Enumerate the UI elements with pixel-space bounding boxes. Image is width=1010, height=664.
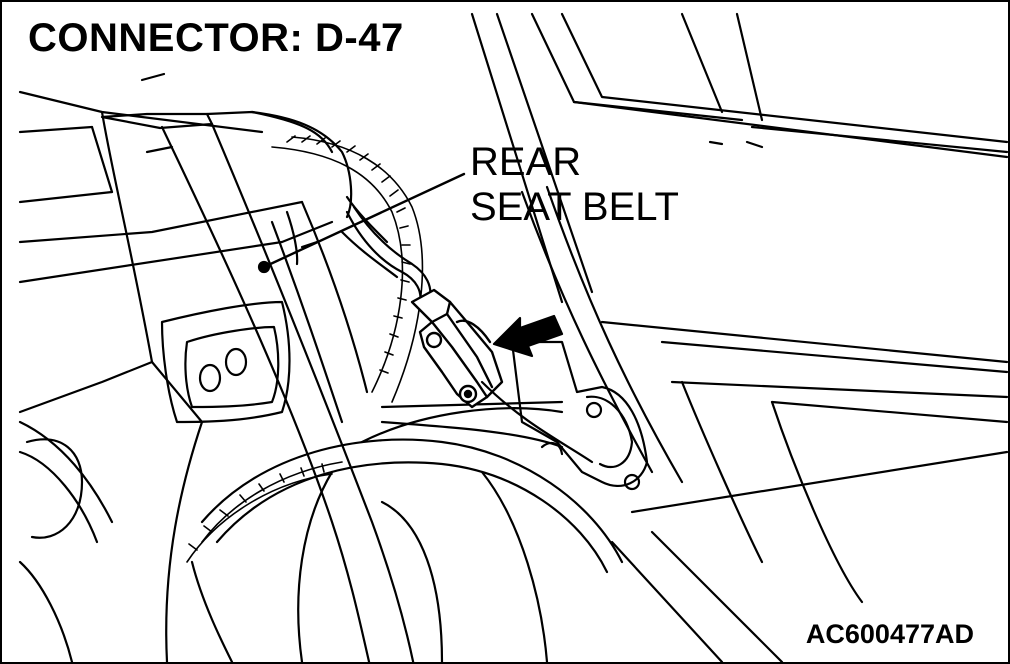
seat-belt-webbing bbox=[100, 110, 415, 662]
pillar-seal-band bbox=[186, 135, 424, 563]
connector-bracket bbox=[480, 340, 649, 491]
c-pillar-trim bbox=[520, 185, 1008, 662]
connector-title: CONNECTOR: D-47 bbox=[24, 14, 412, 62]
connector-d47 bbox=[410, 288, 504, 409]
locator-arrow bbox=[492, 314, 564, 358]
left-trim-panels bbox=[18, 90, 369, 662]
callout-leader bbox=[257, 172, 466, 274]
part-callout-label: REAR SEAT BELT bbox=[470, 140, 679, 230]
detail-ticks bbox=[140, 72, 166, 82]
callout-line-2: SEAT BELT bbox=[470, 184, 679, 229]
figure-code: AC600477AD bbox=[801, 619, 978, 650]
wheel-arch bbox=[190, 400, 624, 662]
callout-line-1: REAR bbox=[470, 140, 582, 184]
wire-harness bbox=[340, 195, 432, 304]
